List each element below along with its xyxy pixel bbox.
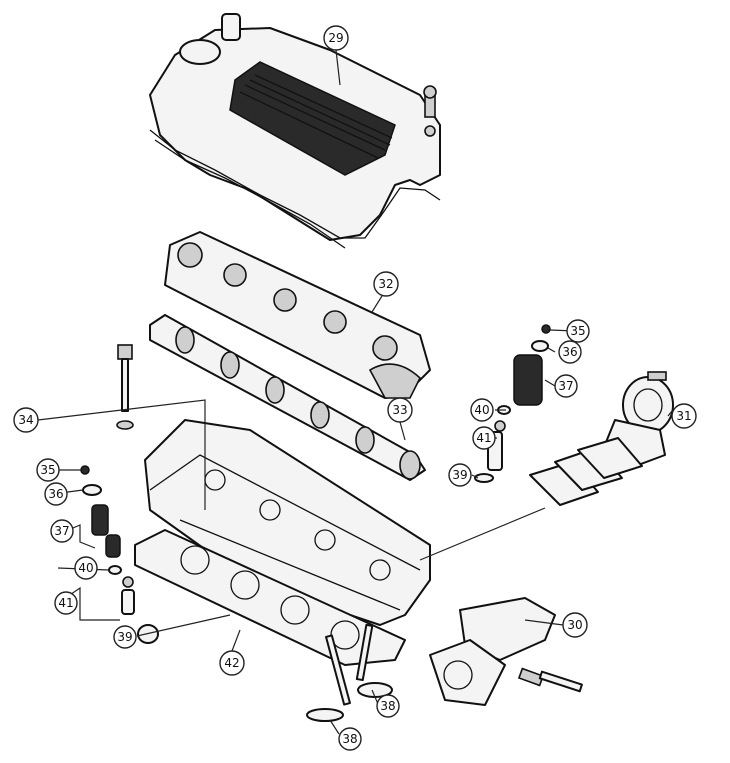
- valve-spring-right: [513, 354, 543, 406]
- callout-33: 33: [387, 397, 413, 423]
- callout-34-label: 34: [18, 413, 33, 427]
- valve-guide-ring-right: [474, 473, 494, 483]
- callout-40-right-label: 40: [474, 403, 489, 417]
- callout-40-left: 40: [74, 556, 98, 580]
- callout-37-left: 37: [50, 519, 74, 543]
- callout-40-right: 40: [470, 398, 494, 422]
- callout-37-right: 37: [554, 374, 578, 398]
- valve-spring-left: [91, 504, 121, 558]
- callout-38-intake-label: 38: [380, 699, 395, 713]
- callout-30-label: 30: [567, 618, 582, 632]
- callout-36-right-label: 36: [562, 345, 577, 359]
- callout-41-right-label: 41: [476, 431, 491, 445]
- valve-cover: [149, 13, 441, 249]
- callout-29: 29: [323, 25, 349, 51]
- spring-retainer-left: [82, 484, 102, 496]
- callout-42-label: 42: [224, 656, 239, 670]
- callout-39-left: 39: [113, 625, 137, 649]
- callout-36-left-label: 36: [48, 487, 63, 501]
- callout-35-left: 35: [36, 458, 60, 482]
- valve-guide-left: [121, 576, 135, 615]
- callout-37-right-label: 37: [558, 379, 573, 393]
- spring-retainer-right: [531, 340, 549, 352]
- callout-35-right: 35: [566, 319, 590, 343]
- callout-31-label: 31: [676, 409, 691, 423]
- thermostat-housing: [429, 597, 583, 706]
- callout-31: 31: [671, 403, 697, 429]
- callout-34: 34: [13, 407, 39, 433]
- callout-38-exhaust-label: 38: [342, 732, 357, 746]
- valve-exhaust: [306, 634, 351, 722]
- callout-41-left-label: 41: [58, 596, 73, 610]
- rocker-arm-assembly: [164, 231, 431, 399]
- head-bolt: [116, 344, 134, 430]
- callout-36-left: 36: [44, 482, 68, 506]
- callout-36-right: 36: [558, 340, 582, 364]
- callout-33-label: 33: [392, 403, 407, 417]
- callout-32: 32: [373, 271, 399, 297]
- valve-intake: [355, 623, 393, 698]
- callout-37-left-label: 37: [54, 524, 69, 538]
- camshaft: [149, 314, 426, 481]
- callout-32-label: 32: [378, 277, 393, 291]
- callout-38-intake: 38: [376, 694, 400, 718]
- callout-42: 42: [219, 650, 245, 676]
- callout-39-right: 39: [448, 463, 472, 487]
- valve-seal-left: [108, 565, 122, 575]
- callout-30: 30: [562, 612, 588, 638]
- callout-38-exhaust: 38: [338, 727, 362, 751]
- head-gasket: [134, 529, 406, 666]
- callout-35-right-label: 35: [570, 324, 585, 338]
- callout-35-left-label: 35: [40, 463, 55, 477]
- callout-29-label: 29: [328, 31, 343, 45]
- callout-40-left-label: 40: [78, 561, 93, 575]
- fuel-pump-gaskets: [529, 437, 643, 506]
- valve-keeper-right: [541, 324, 551, 334]
- callout-41-right: 41: [472, 426, 496, 450]
- callout-39-right-label: 39: [452, 468, 467, 482]
- callout-39-left-label: 39: [117, 630, 132, 644]
- callout-41-left: 41: [54, 591, 78, 615]
